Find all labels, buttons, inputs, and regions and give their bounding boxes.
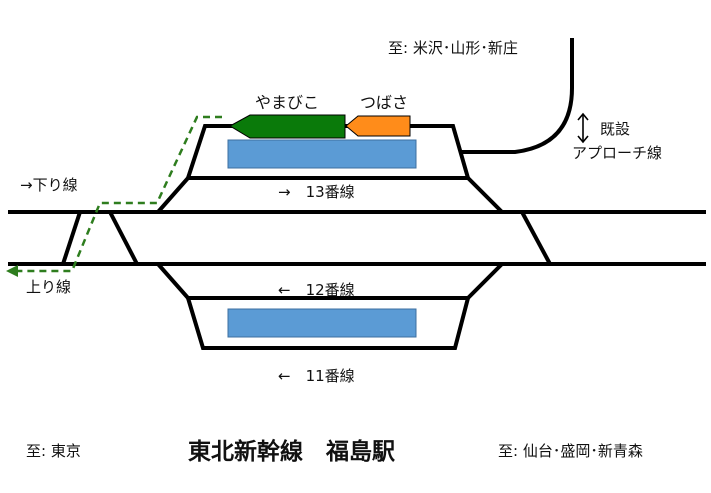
yamabiko-label: やまびこ <box>255 93 319 112</box>
yamabiko-train <box>228 114 346 139</box>
to-tokyo-label: 至: 東京 <box>26 442 81 460</box>
up-line-label: 上り線 <box>26 278 71 296</box>
through-route <box>14 115 222 273</box>
lower-platform <box>227 308 417 338</box>
tsubasa-train <box>345 115 411 137</box>
crossover-right <box>520 211 552 265</box>
route-arrowhead <box>6 265 18 277</box>
approach-label: アプローチ線 <box>572 144 662 162</box>
diagram-title: 東北新幹線 福島駅 <box>188 438 395 465</box>
tsubasa-label: つばさ <box>360 93 408 112</box>
approach-line <box>462 38 574 154</box>
track-12-loop <box>156 262 504 300</box>
track-11-loop <box>186 297 470 350</box>
track-12-label: ← 12番線 <box>278 281 355 299</box>
to-sendai-label: 至: 仙台･盛岡･新青森 <box>498 442 643 460</box>
track-13-label: → 13番線 <box>278 183 355 201</box>
existing-arrow-icon <box>577 112 589 144</box>
upper-platform <box>227 139 417 169</box>
crossover-left <box>61 211 82 265</box>
down-line-label: →下り線 <box>20 176 78 194</box>
to-yonezawa-label: 至: 米沢･山形･新庄 <box>388 39 518 57</box>
track-11-label: ← 11番線 <box>278 367 355 385</box>
track-13-loop <box>156 176 504 214</box>
existing-label: 既設 <box>600 120 630 138</box>
crossover-center-left <box>108 211 139 265</box>
